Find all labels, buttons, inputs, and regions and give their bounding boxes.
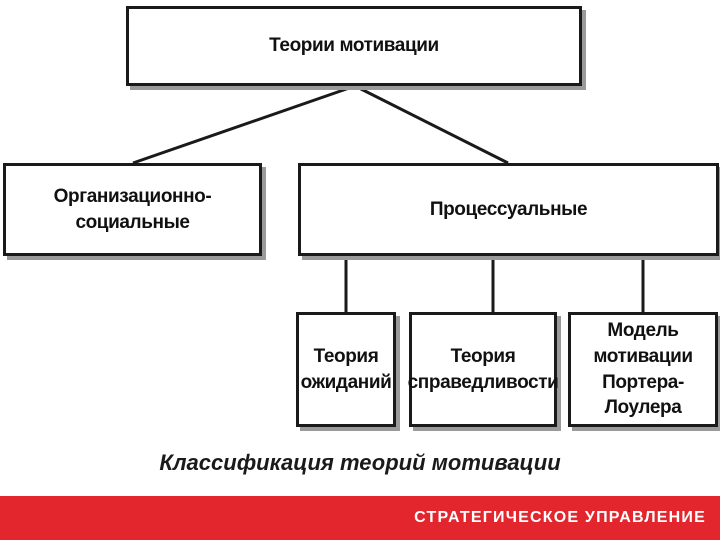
connector-root-org [132, 84, 356, 165]
root-node-label: Теории мотивации [269, 35, 439, 57]
node-process: Процессуальные [298, 163, 719, 256]
footer-bar: СТРАТЕГИЧЕСКОЕ УПРАВЛЕНИЕ [0, 496, 720, 540]
root-node-motivation-theories: Теории мотивации [126, 6, 582, 86]
node-expectancy-theory: Теория ожиданий [296, 312, 396, 427]
node-organizational-social-label: Организационно-социальные [53, 185, 212, 233]
node-process-label: Процессуальные [429, 198, 588, 220]
node-expectancy-theory-label: Теория ожиданий [300, 345, 392, 393]
diagram-caption: Классификация теорий мотивации [159, 450, 561, 475]
node-equity-theory-label: Теория справедливости [407, 345, 559, 393]
node-porter-lawler-model: Модель мотивации Портера-Лоулера [568, 312, 718, 427]
connector-root-proc [354, 84, 509, 165]
node-porter-lawler-model-label: Модель мотивации Портера-Лоулера [593, 320, 693, 419]
node-equity-theory: Теория справедливости [407, 312, 559, 427]
node-organizational-social: Организационно-социальные [3, 163, 262, 256]
footer-text: СТРАТЕГИЧЕСКОЕ УПРАВЛЕНИЕ [414, 509, 706, 526]
